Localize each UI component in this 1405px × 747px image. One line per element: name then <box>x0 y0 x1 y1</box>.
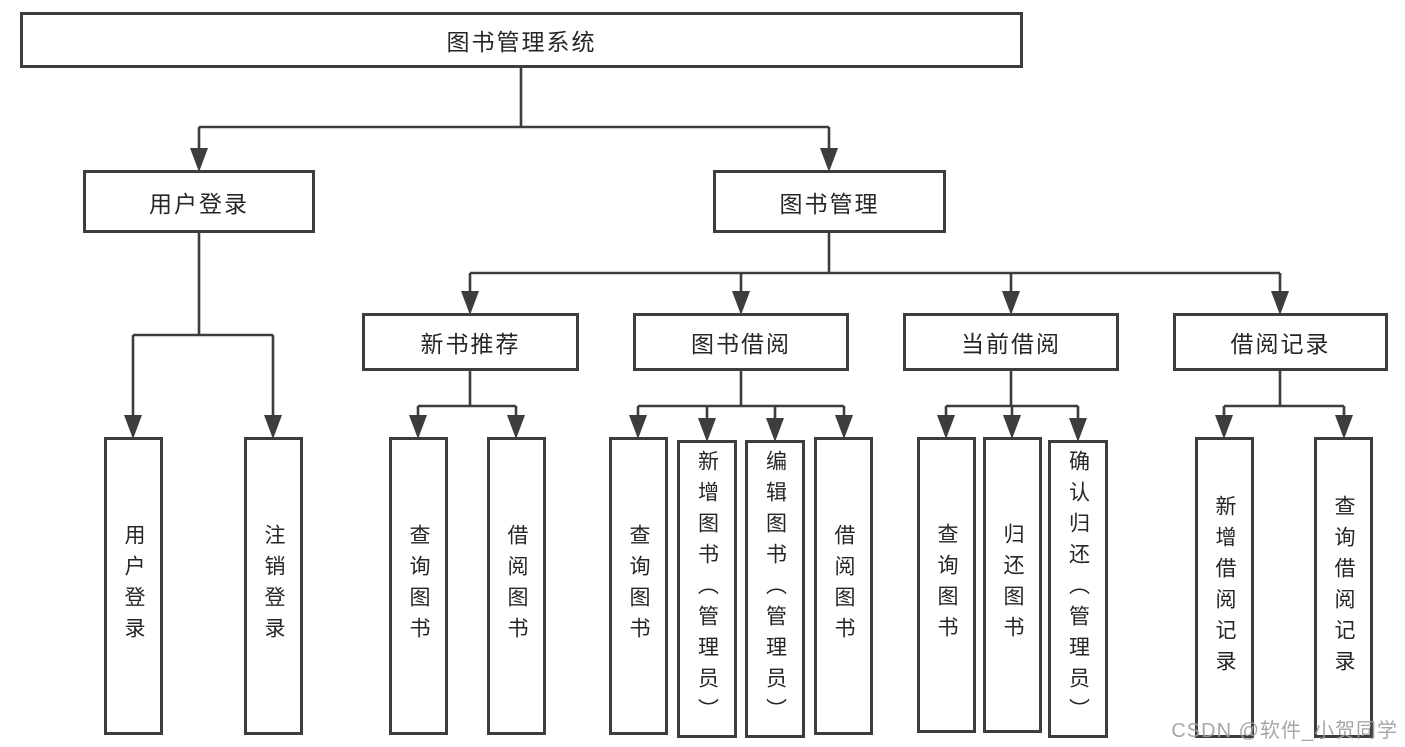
node-new-book-recommend-label: 新书推荐 <box>420 331 521 357</box>
node-root-label: 图书管理系统 <box>446 29 597 55</box>
leaf-confirm-return-admin-label: 确认归还（管理员） <box>1066 449 1090 729</box>
leaf-query-book-current: 查询图书 <box>917 437 976 733</box>
leaf-logout: 注销登录 <box>244 437 303 735</box>
node-current-borrowing: 当前借阅 <box>903 313 1119 371</box>
leaf-user-login: 用户登录 <box>104 437 163 735</box>
node-book-management-label: 图书管理 <box>779 190 880 217</box>
leaf-borrow-book-recommend-label: 借阅图书 <box>505 524 528 648</box>
leaf-borrow-book-borrowing-label: 借阅图书 <box>832 524 855 648</box>
leaf-add-book-admin-label: 新增图书（管理员） <box>695 449 719 729</box>
leaf-edit-book-admin: 编辑图书（管理员） <box>745 440 805 738</box>
leaf-add-borrow-record: 新增借阅记录 <box>1195 437 1254 738</box>
node-current-borrowing-label: 当前借阅 <box>961 331 1061 357</box>
leaf-query-borrow-record: 查询借阅记录 <box>1314 437 1373 738</box>
node-borrowing-records: 借阅记录 <box>1173 313 1388 371</box>
leaf-return-book-label: 归还图书 <box>1001 523 1024 647</box>
leaf-borrow-book-recommend: 借阅图书 <box>487 437 546 735</box>
leaf-borrow-book-borrowing: 借阅图书 <box>814 437 873 735</box>
leaf-add-borrow-record-label: 新增借阅记录 <box>1213 494 1236 681</box>
csdn-watermark: CSDN @软件_小贺同学 <box>1171 720 1398 742</box>
leaf-return-book: 归还图书 <box>983 437 1042 733</box>
leaf-query-borrow-record-label: 查询借阅记录 <box>1332 494 1355 681</box>
node-user-login-label: 用户登录 <box>149 190 249 217</box>
leaf-query-book-borrowing: 查询图书 <box>609 437 668 735</box>
leaf-logout-label: 注销登录 <box>262 524 285 648</box>
node-new-book-recommend: 新书推荐 <box>362 313 579 371</box>
node-root: 图书管理系统 <box>20 12 1023 68</box>
leaf-query-book-current-label: 查询图书 <box>935 523 958 647</box>
node-user-login: 用户登录 <box>83 170 315 233</box>
leaf-query-book-recommend-label: 查询图书 <box>407 524 430 648</box>
leaf-edit-book-admin-label: 编辑图书（管理员） <box>763 449 787 729</box>
node-book-management: 图书管理 <box>713 170 946 233</box>
node-book-borrowing-label: 图书借阅 <box>691 331 791 357</box>
leaf-confirm-return-admin: 确认归还（管理员） <box>1048 440 1108 738</box>
node-borrowing-records-label: 借阅记录 <box>1230 331 1331 357</box>
node-book-borrowing: 图书借阅 <box>633 313 849 371</box>
leaf-query-book-borrowing-label: 查询图书 <box>627 524 650 648</box>
leaf-user-login-label: 用户登录 <box>122 524 145 648</box>
leaf-query-book-recommend: 查询图书 <box>389 437 448 735</box>
leaf-add-book-admin: 新增图书（管理员） <box>677 440 737 738</box>
